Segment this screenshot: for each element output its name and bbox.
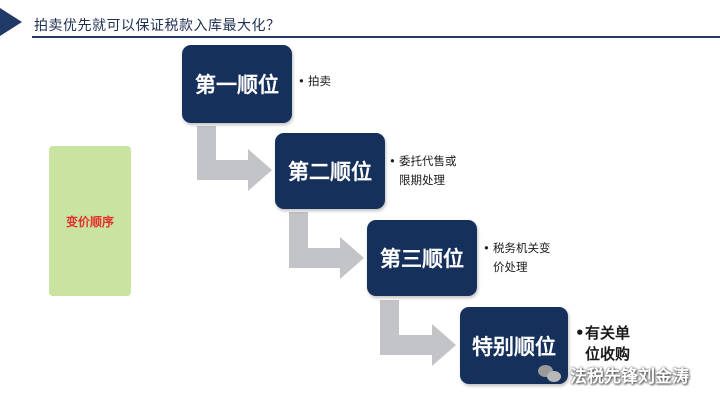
step-box-2: 第二顺位 [275, 133, 385, 209]
step-note-4-line-2: 位收购 [585, 345, 631, 363]
header-triangle-marker [0, 8, 22, 36]
arrow-step1-to-step2 [197, 126, 272, 191]
wechat-icon [538, 364, 562, 384]
watermark: 法税先锋刘金涛 [538, 362, 689, 387]
bullet-dot: • [483, 241, 490, 255]
arrow-step3-to-step4 [380, 300, 456, 366]
sequence-label-box: 变价顺序 [49, 146, 131, 296]
bullet-dot: • [298, 74, 305, 88]
bullet-dot: • [389, 154, 396, 168]
step-note-2: •委托代售或 限期处理 [389, 152, 457, 190]
step-box-4: 特别顺位 [460, 307, 568, 384]
step-title-2: 第二顺位 [288, 160, 372, 184]
step-note-4: •有关单 位收购 [575, 323, 630, 365]
step-note-3-line-1: 税务机关变 [493, 241, 551, 255]
step-title-4: 特别顺位 [472, 334, 556, 359]
slide-header: 拍卖优先就可以保证税款入库最大化？ [0, 0, 720, 40]
step-note-2-line-2: 限期处理 [399, 173, 445, 187]
sequence-label: 变价顺序 [65, 214, 114, 229]
step-note-1: •拍卖 [298, 72, 331, 91]
slide-title: 拍卖优先就可以保证税款入库最大化？ [34, 18, 281, 34]
step-box-1: 第一顺位 [182, 45, 292, 123]
step-note-1-line-1: 拍卖 [308, 74, 331, 88]
step-title-1: 第一顺位 [195, 73, 279, 97]
header-divider [32, 36, 720, 38]
arrow-step2-to-step3 [289, 212, 364, 279]
step-note-2-line-1: 委托代售或 [399, 154, 457, 168]
step-note-3: •税务机关变 价处理 [483, 239, 551, 277]
watermark-text: 法税先锋刘金涛 [570, 366, 689, 387]
step-title-3: 第三顺位 [380, 247, 464, 271]
step-note-3-line-2: 价处理 [493, 260, 528, 274]
step-box-3: 第三顺位 [367, 220, 477, 296]
bullet-dot: • [575, 324, 585, 342]
step-note-4-line-1: 有关单 [585, 324, 631, 342]
